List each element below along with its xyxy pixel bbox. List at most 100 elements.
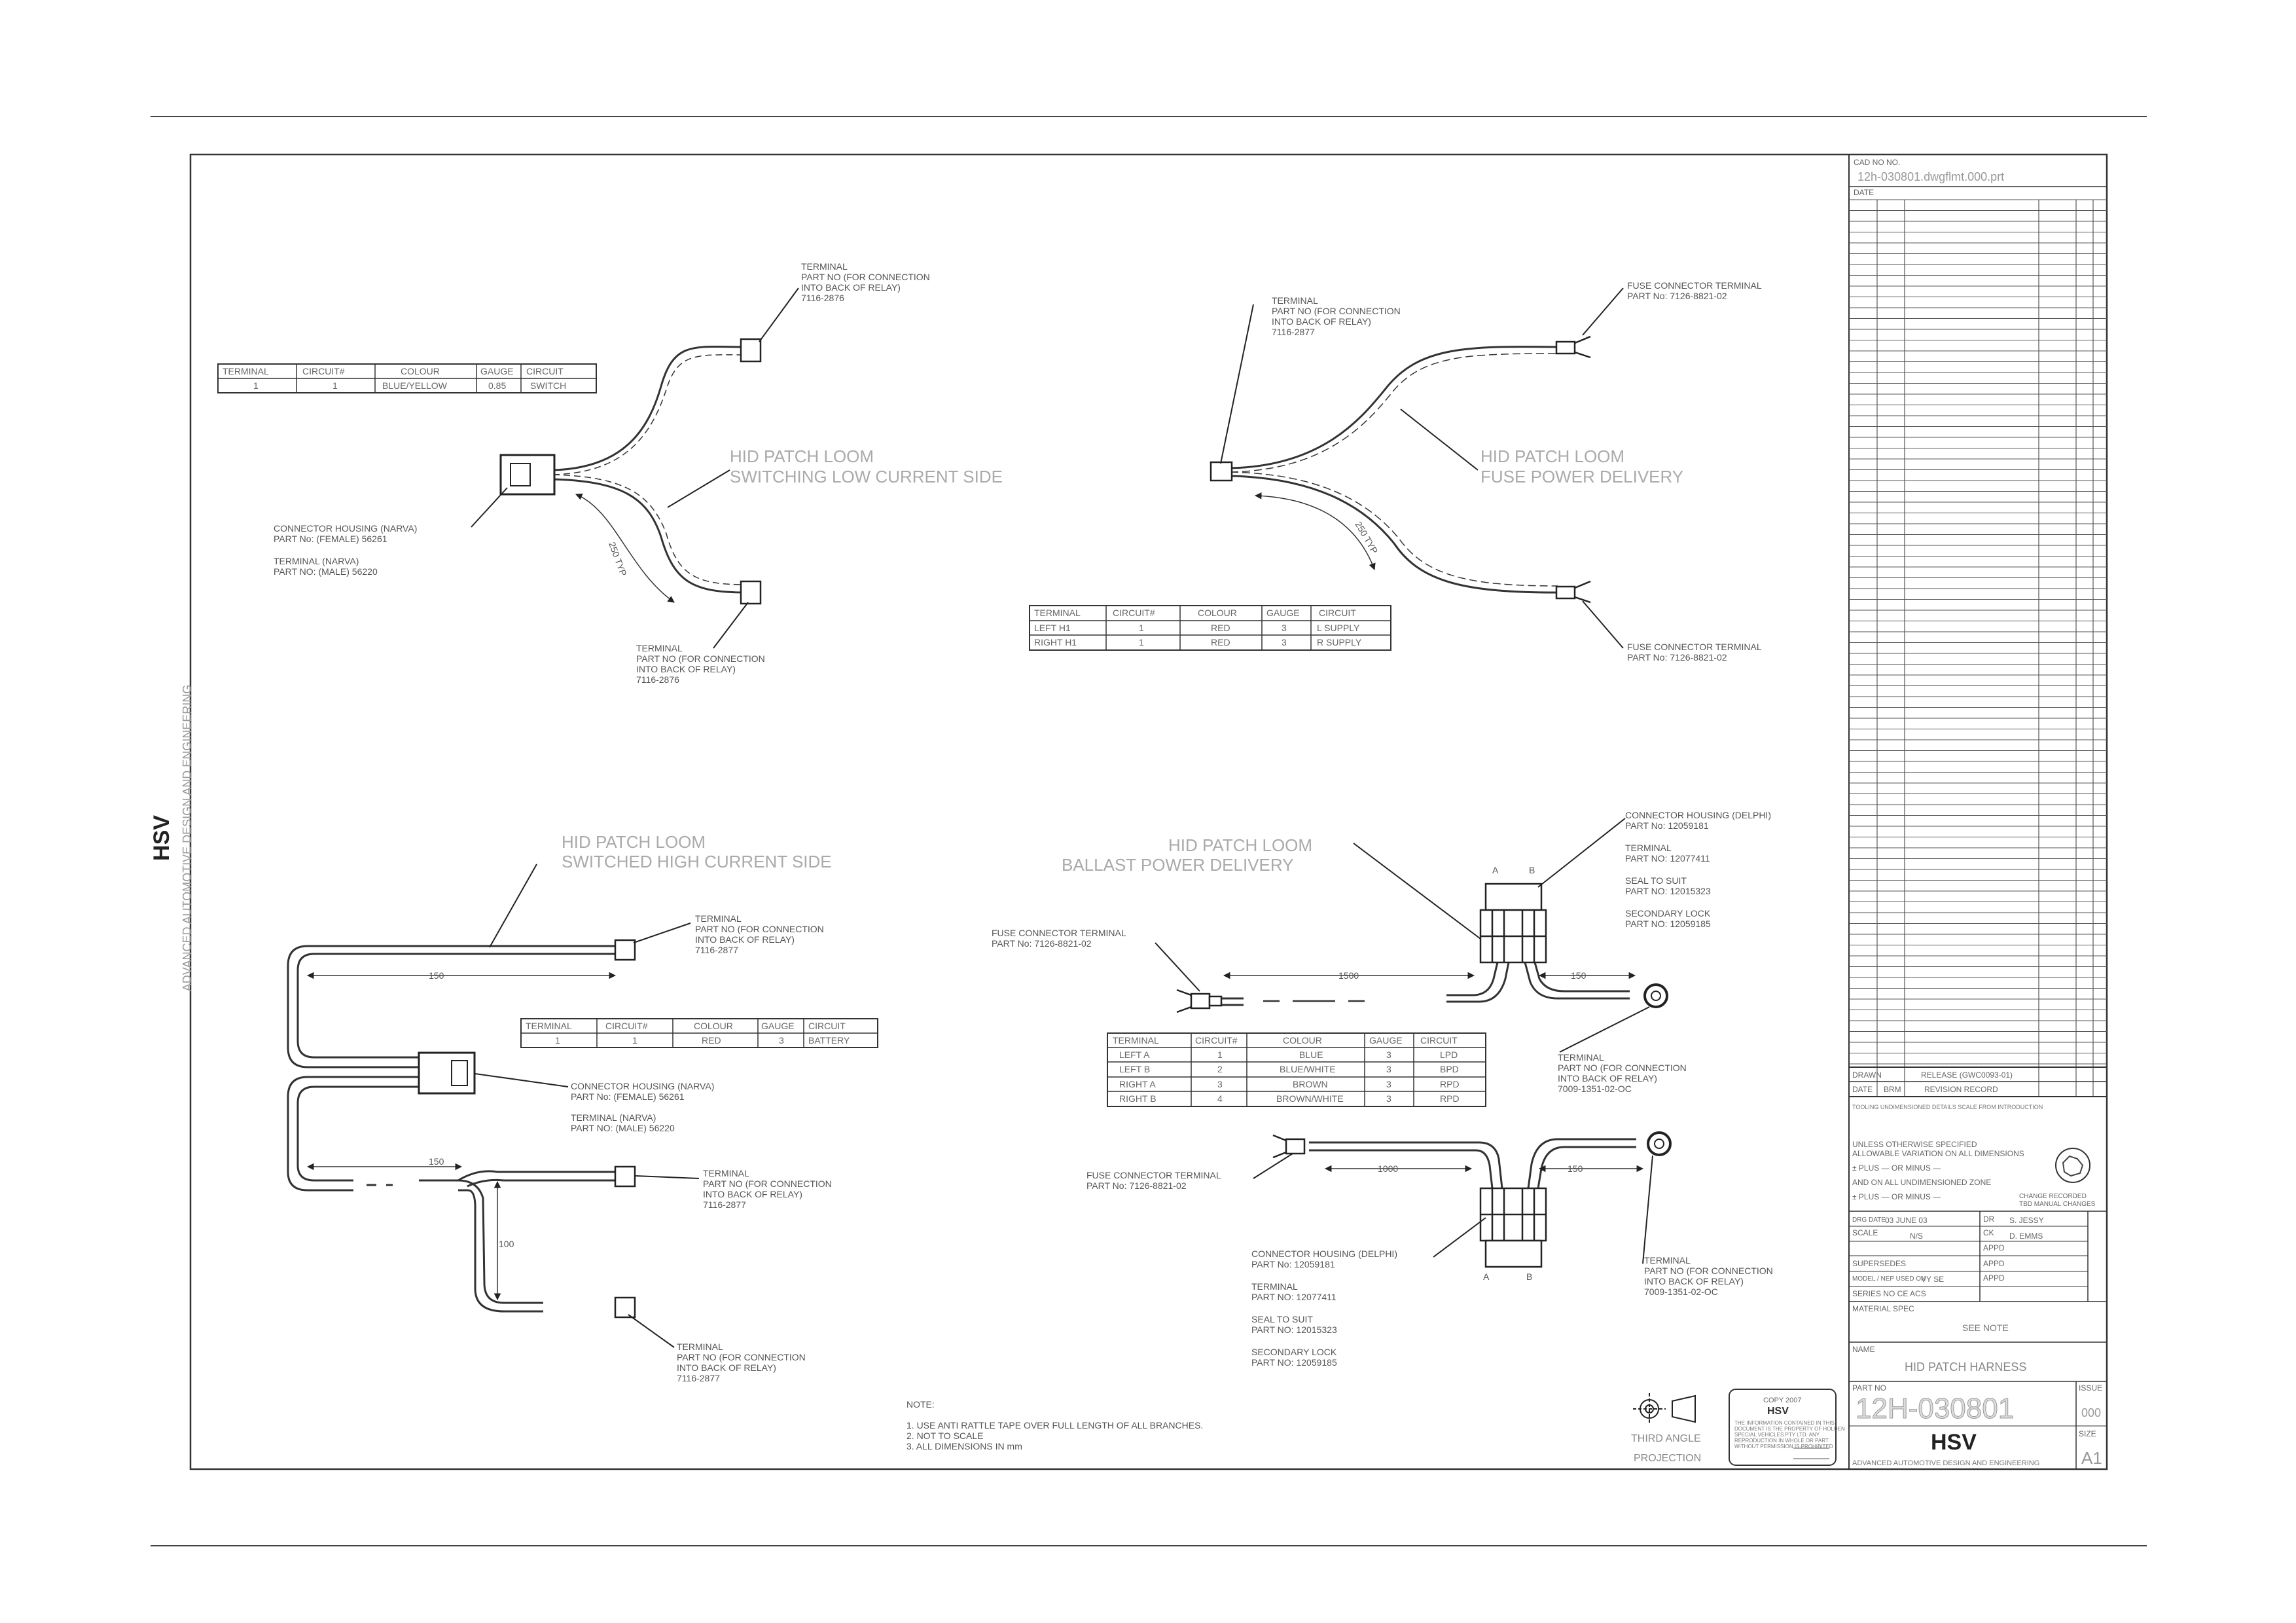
view-fuse-power: 250 TYP HID PATCH LOOM FUSE POWER DELIVE… — [1029, 280, 1764, 663]
th: CIRCUIT# — [1195, 1035, 1238, 1046]
high-term-mid-callout: TERMINAL PART NO (FOR CONNECTION INTO BA… — [703, 1168, 834, 1210]
tb-drg-date-label: DRG DATE — [1852, 1216, 1886, 1224]
high-title-2: SWITCHED HIGH CURRENT SIDE — [562, 852, 832, 871]
tb-size-label: SIZE — [2079, 1429, 2096, 1438]
tb-part-no: 12H-030801 — [1856, 1393, 2014, 1425]
leader-fuse-bottom — [1582, 600, 1624, 649]
ballast-fuse-top-callout: FUSE CONNECTOR TERMINAL PART No: 7126-88… — [992, 928, 1128, 949]
cad-no-label: CAD NO NO. — [1854, 158, 1900, 167]
tb-date: DATE — [1852, 1085, 1873, 1094]
td: LEFT B — [1119, 1064, 1150, 1074]
dim-arc-fuse — [1254, 492, 1376, 570]
high-term-top — [614, 939, 636, 961]
notes: NOTE: 1. USE ANTI RATTLE TAPE OVER FULL … — [906, 1399, 1203, 1451]
ballast-table: TERMINAL CIRCUIT# COLOUR GAUGE CIRCUIT L… — [1107, 1032, 1486, 1107]
tb-drg-date: 03 JUNE 03 — [1885, 1216, 1928, 1225]
fuse-power-table: TERMINAL CIRCUIT# COLOUR GAUGE CIRCUIT L… — [1029, 605, 1391, 651]
td: RIGHT B — [1119, 1093, 1157, 1104]
td: 1 — [253, 380, 259, 391]
tb-tolerances: UNLESS OTHERWISE SPECIFIED ALLOWABLE VAR… — [1852, 1140, 2026, 1201]
low-term-bottom — [740, 580, 762, 605]
td: 1 — [555, 1035, 560, 1046]
td: RED — [702, 1035, 721, 1046]
tb-dr-label: DR — [1983, 1214, 1995, 1224]
note-1: 1. USE ANTI RATTLE TAPE OVER FULL LENGTH… — [906, 1420, 1203, 1431]
projection-line-1: THIRD ANGLE — [1631, 1433, 1701, 1444]
td: 3 — [779, 1035, 784, 1046]
low-term-top-callout: TERMINAL PART NO (FOR CONNECTION INTO BA… — [801, 261, 933, 303]
tb-appd-2: APPD — [1983, 1259, 2005, 1268]
td: 3 — [1386, 1093, 1391, 1104]
fuse-title-1: HID PATCH LOOM — [1480, 447, 1624, 466]
low-term-bottom-callout: TERMINAL PART NO (FOR CONNECTION INTO BA… — [636, 643, 768, 685]
dim-high-150-top: 150 — [429, 970, 444, 981]
side-brand-logo: HSV — [149, 815, 174, 861]
view-ballast: HID PATCH LOOM BALLAST POWER DELIVERY — [992, 810, 1773, 1368]
leader-ballast-fuse-bottom — [1253, 1153, 1293, 1179]
tb-brm: BRM — [1884, 1085, 1901, 1094]
td: R SUPPLY — [1317, 637, 1362, 647]
leader-ballast-fuse-top — [1155, 942, 1200, 992]
australia-emblem — [2055, 1148, 2090, 1183]
tb-supersedes: SUPERSEDES — [1852, 1259, 1906, 1268]
drawing-border — [189, 153, 2108, 1470]
note-2: 2. NOT TO SCALE — [906, 1431, 984, 1441]
th: COLOUR — [1198, 608, 1237, 618]
low-narva-housing — [499, 454, 556, 496]
low-term-top — [740, 338, 762, 363]
th: TERMINAL — [1034, 608, 1081, 618]
tb-issue-label: ISSUE — [2079, 1383, 2102, 1393]
th: GAUGE — [1369, 1035, 1403, 1046]
th: CIRCUIT — [1319, 608, 1356, 618]
tb-note-scale: TOOLING UNDIMENSIONED DETAILS SCALE FROM… — [1852, 1104, 2043, 1110]
td: 0.85 — [488, 380, 506, 391]
th: CIRCUIT — [1420, 1035, 1458, 1046]
tb-appd-1: APPD — [1983, 1243, 2005, 1252]
td: BROWN — [1293, 1079, 1328, 1089]
low-current-table: TERMINAL CIRCUIT# COLOUR GAUGE CIRCUIT 1… — [217, 363, 597, 393]
ballast-bottom-pin-a: A — [1483, 1271, 1490, 1282]
td: RED — [1211, 637, 1230, 647]
td: 1 — [332, 380, 338, 391]
view-high-current: 150 150 100 HID PATCH LOOM SWITCHED HIGH… — [287, 832, 878, 1383]
ballast-top-ring-hole — [1651, 991, 1661, 1001]
high-narva-housing — [418, 1051, 476, 1095]
td: RIGHT A — [1119, 1079, 1156, 1089]
td: RPD — [1440, 1079, 1460, 1089]
tb-issue: 000 — [2081, 1406, 2101, 1419]
side-brand-tagline: ADVANCED AUTOMOTIVE DESIGN AND ENGINEERI… — [181, 685, 194, 991]
ballast-title-2: BALLAST POWER DELIVERY — [1062, 855, 1294, 875]
dim-high-150-mid: 150 — [429, 1156, 444, 1167]
leader-low-title — [667, 469, 730, 508]
th: COLOUR — [1283, 1035, 1322, 1046]
tb-release: RELEASE (GWC0093-01) — [1921, 1070, 2013, 1080]
dim-ballast-150b: 150 — [1568, 1163, 1583, 1174]
tb-series: SERIES NO CE ACS — [1852, 1289, 1926, 1298]
tb-part-label: PART NO — [1852, 1383, 1886, 1393]
td: RIGHT H1 — [1034, 637, 1077, 647]
leader-high-term-mid — [634, 1175, 700, 1179]
leader-fuse-left — [1220, 304, 1254, 464]
th: COLOUR — [694, 1021, 733, 1031]
fuse-left-terminal — [1210, 461, 1233, 482]
td: BLUE/YELLOW — [382, 380, 448, 391]
th: CIRCUIT# — [302, 366, 345, 376]
low-title-2: SWITCHING LOW CURRENT SIDE — [730, 467, 1003, 486]
td: LPD — [1440, 1049, 1458, 1060]
third-angle-projection-symbol — [1633, 1393, 1696, 1425]
tb-brand: HSV — [1931, 1430, 1977, 1455]
high-term-bottom-callout: TERMINAL PART NO (FOR CONNECTION INTO BA… — [677, 1341, 808, 1383]
td: 1 — [1139, 623, 1144, 633]
td: RPD — [1440, 1093, 1460, 1104]
td: LEFT H1 — [1034, 623, 1071, 633]
title-block: CAD NO NO. 12h-030801.dwgflmt.000.prt DA… — [1848, 155, 2107, 1469]
low-narva-inner — [510, 463, 531, 486]
ballast-bottom-ring-hole — [1654, 1139, 1664, 1149]
top-page-rule — [151, 116, 2147, 117]
fuse-bottom-callout: FUSE CONNECTOR TERMINAL PART No: 7126-88… — [1627, 642, 1764, 663]
th: CIRCUIT# — [605, 1021, 648, 1031]
td: RED — [1211, 623, 1230, 633]
td: 2 — [1217, 1064, 1223, 1074]
th: GAUGE — [1266, 608, 1300, 618]
ballast-top-pin-b: B — [1529, 865, 1535, 875]
